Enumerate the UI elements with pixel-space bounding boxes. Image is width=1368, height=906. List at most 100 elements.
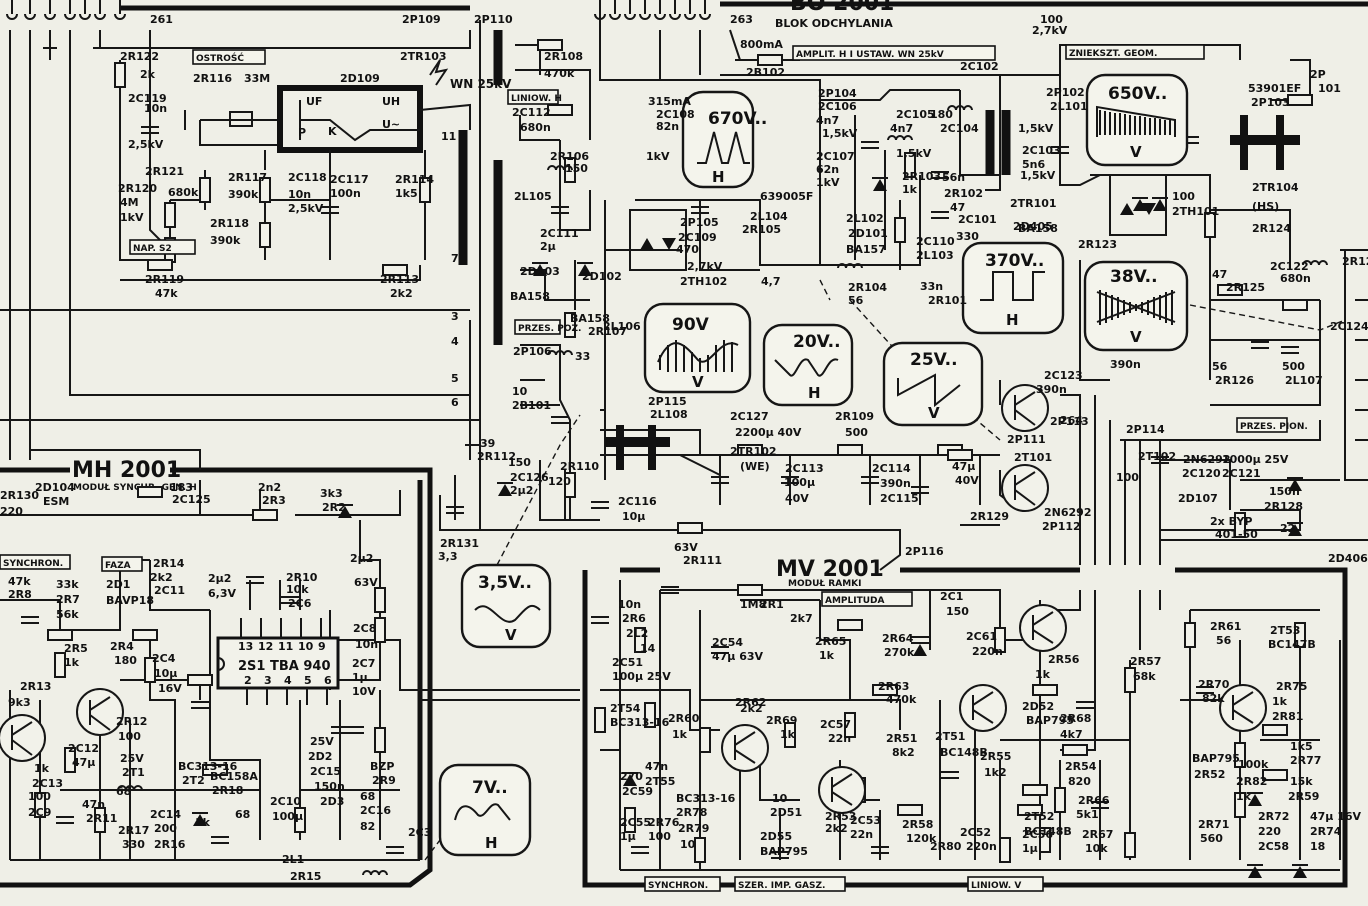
thyristor-module-0 [629,209,687,271]
component-label: 2R60 [668,712,700,725]
component-label: 2C123 [1044,369,1083,382]
component-label: 2R114 [395,173,434,186]
component-label: 2C57 [820,718,851,731]
component-label: 680n [1280,272,1311,285]
component-label: 2R120 [118,182,157,195]
component-label: 2R2 [322,501,346,514]
boxed-label-8: FAZA [101,556,143,572]
component-label: 2R13 [20,680,51,693]
svg-text:90V: 90V [672,315,710,335]
component-label: 2C13 [32,777,63,790]
component-label: 47μ [952,460,975,473]
component-label: (WE) [740,460,770,473]
component-label: 2C11 [154,584,185,597]
component-label: 470 [676,243,699,256]
component-label: 1μ [1022,842,1038,855]
diode-5 [1287,477,1303,491]
component-label: 2P103 [1251,96,1290,109]
component-label: 2R78 [676,806,707,819]
component-label: 2C103 [1022,144,1061,157]
component-label: 2T102 [1138,450,1176,463]
component-label: 680k [168,186,199,199]
component-label: 639005F [760,190,813,203]
component-label: 2R58 [902,818,933,831]
mv-subtitle: MODUŁ RAMKI [788,579,861,589]
component-label: U~ [382,118,400,131]
waveform-7v: 7V.. H [438,763,532,857]
resistor-h-9 [1282,299,1308,311]
svg-text:PRZES. PION.: PRZES. PION. [1240,422,1308,432]
capacitor-15 [911,486,929,494]
resistor-v-1 [199,177,211,203]
component-label: 2R52 [1194,768,1225,781]
diode-4 [337,504,353,518]
component-label: 2R110 [560,460,599,473]
transistor-2t101 [1001,384,1049,432]
capacitor-23 [771,851,789,859]
component-label: 2R62 [735,696,766,709]
component-label: 2μ2 [510,484,533,497]
component-label: 315mA [648,95,691,108]
capacitor-29 [191,701,209,709]
component-label: 33 [575,350,590,363]
svg-text:670V..: 670V.. [708,109,767,129]
component-label: 100 [648,830,671,843]
component-label: 2D52 [1022,700,1054,713]
svg-text:OSTROŚĆ: OSTROŚĆ [196,52,244,64]
component-label: 2R113 [380,273,419,286]
resistor-h-15 [132,629,158,641]
component-label: 800mA [740,38,783,51]
component-label: 2TH101 [1172,205,1219,218]
component-label: 1000μ 25V [1222,453,1289,466]
component-label: 62n [816,163,839,176]
component-label: 2R12 [116,715,147,728]
diode-2 [577,262,593,276]
component-label: 2C8 [353,622,376,635]
component-label: 4n7 [816,114,839,127]
component-label: 2,7kV [1032,24,1068,37]
component-label: 2C101 [958,213,997,226]
component-label: 10 [772,792,788,805]
component-label: 2C59 [622,785,653,798]
component-label: 68 [235,808,250,821]
svg-text:LINIOW. V: LINIOW. V [971,881,1021,891]
component-label: 2C9 [28,806,51,819]
component-label: 390n [1036,383,1067,396]
svg-text:3,5V..: 3,5V.. [478,573,532,593]
capacitor-31 [281,596,299,604]
capacitor-32 [211,836,229,844]
component-label: 2R76 [648,816,680,829]
capacitor-5 [931,171,949,179]
component-label: 2k2 [825,822,848,835]
component-label: 82 [360,820,375,833]
ic-pin-label: 5 [304,674,312,687]
svg-text:7V..: 7V.. [472,778,508,798]
component-label: 2,5kV [288,202,324,215]
waveform-boxes: 670V.. H 650V.. V 370V.. H 38V.. V 9 [438,73,1189,857]
component-label: 2P109 [402,13,441,26]
component-label: 2R55 [980,750,1011,763]
component-label: (HS) [1252,200,1279,213]
component-label: 4M [120,196,139,209]
component-label: 2C126 [510,471,549,484]
diode-9 [1247,792,1263,806]
component-label: 2k [140,68,156,81]
resistor-v-21 [699,727,711,753]
resistor-h-19 [837,619,863,631]
component-label: 47μ 63V [712,650,764,663]
svg-text:H: H [808,384,821,402]
component-label: 2R107 [588,325,627,338]
resistor-v-5 [164,202,176,228]
component-label: 2C54 [712,636,743,649]
component-label: 2T54 [610,702,641,715]
component-label: 2R63 [878,680,909,693]
resistor-h-12 [837,444,863,456]
component-label: 2P102 [1046,86,1085,99]
component-label: 500 [845,426,868,439]
component-label: 2D109 [340,72,380,85]
boxed-label-10: SYNCHRON. [644,876,721,892]
transistor-2t102 [1001,464,1049,512]
component-label: 2D102 [582,270,622,283]
component-label: 82k [1202,692,1225,705]
